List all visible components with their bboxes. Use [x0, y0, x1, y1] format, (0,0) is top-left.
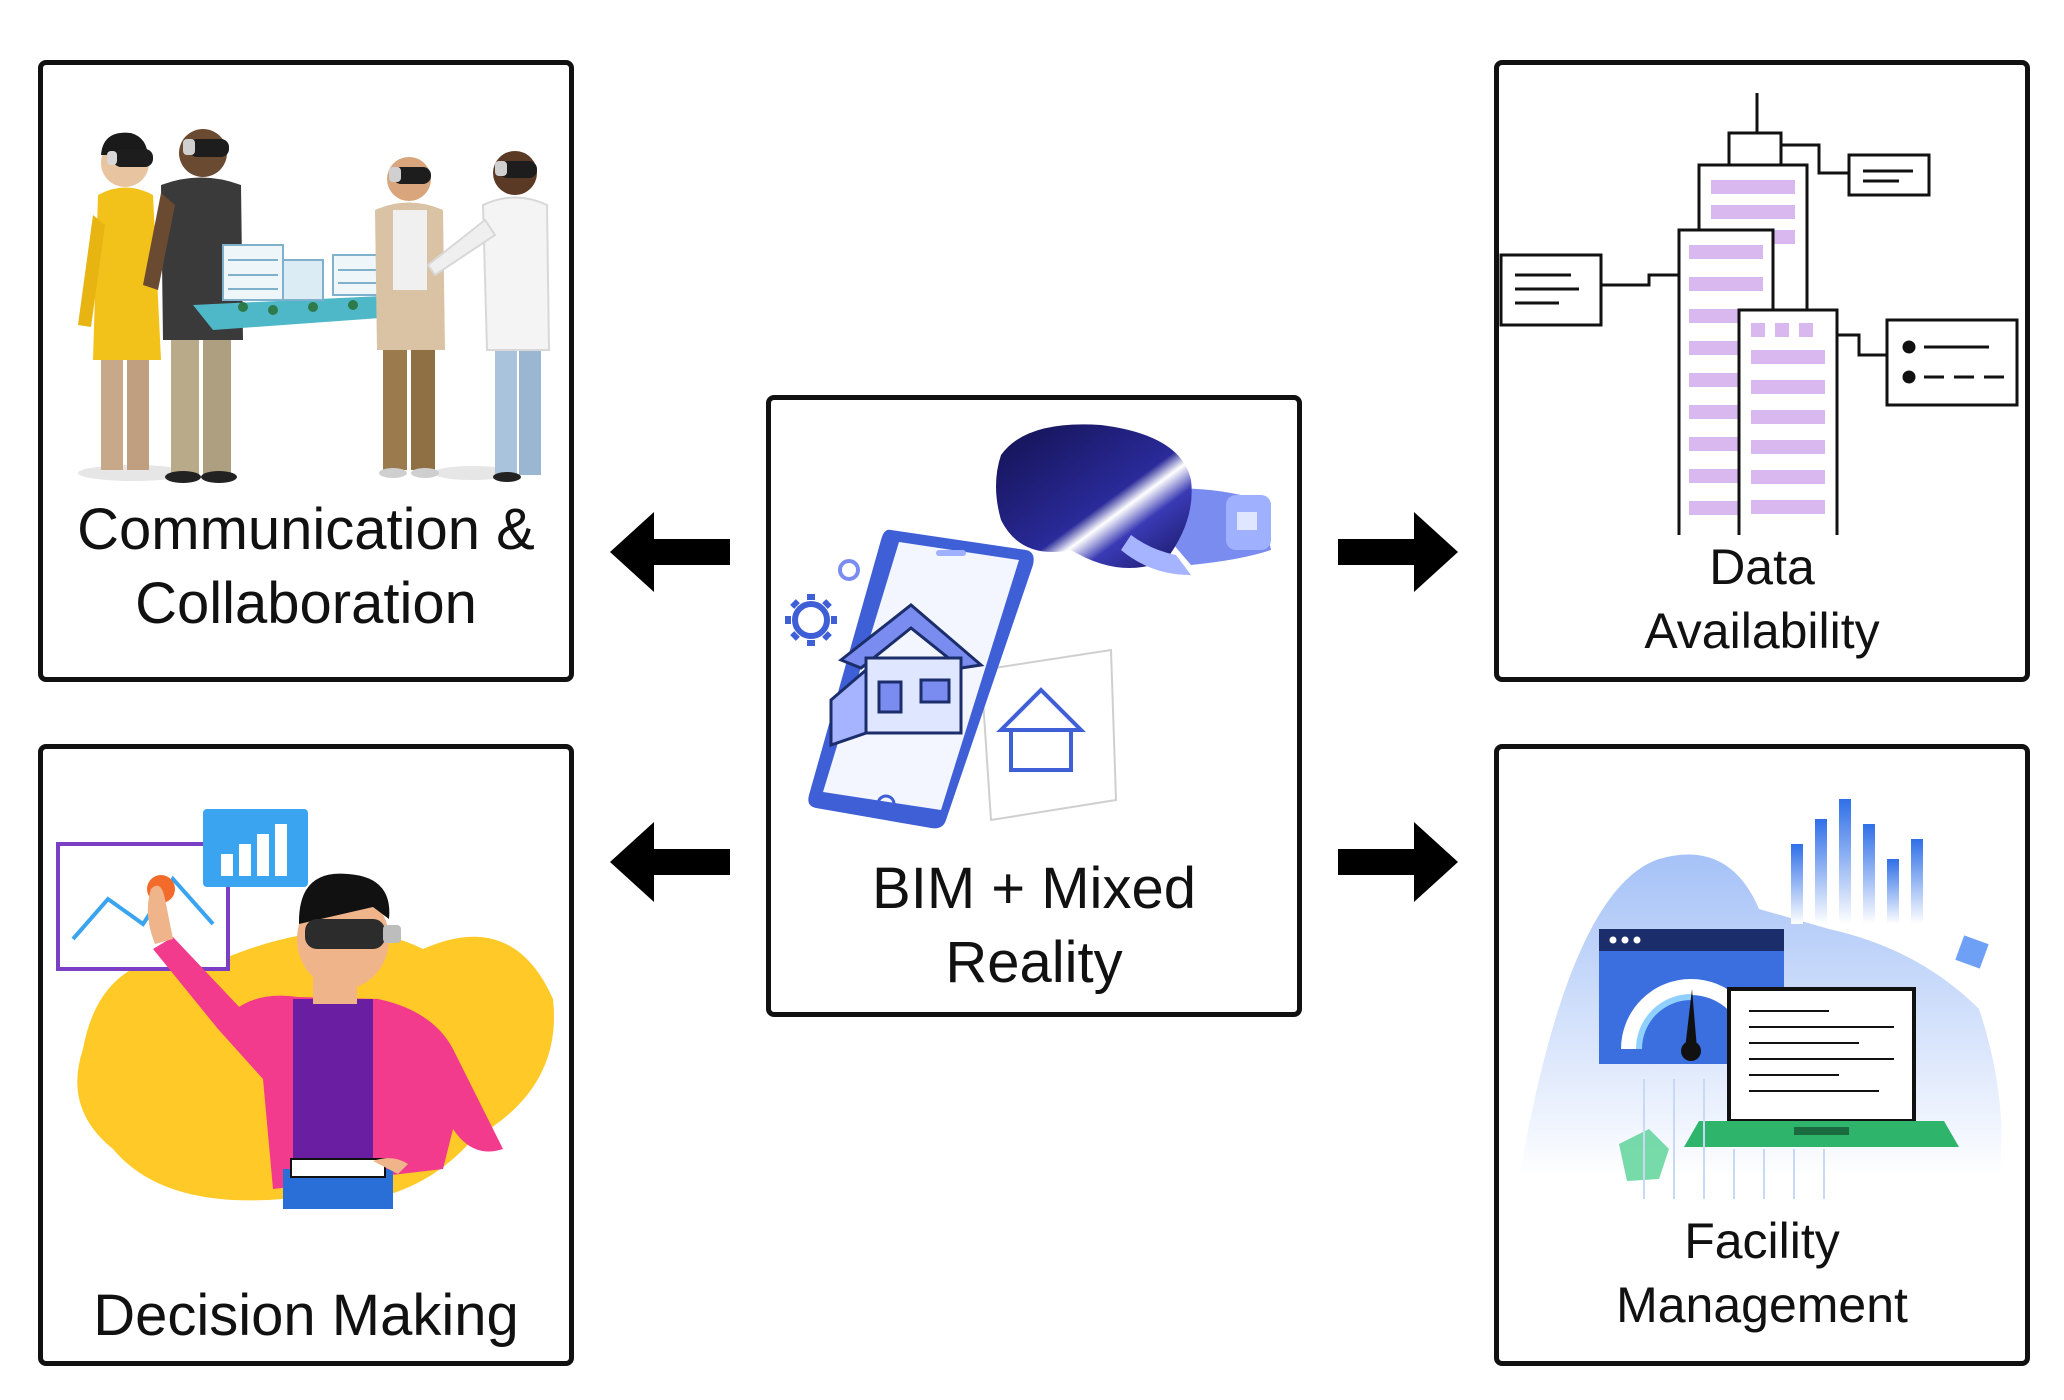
decision-illustration	[56, 809, 555, 1209]
arrow-right-bottom	[1338, 822, 1458, 902]
box-bim-mixed-reality: BIM + Mixed Reality	[766, 395, 1302, 1017]
bim-mixed-reality-label: BIM + Mixed Reality	[872, 856, 1196, 996]
box-communication-collaboration: Communication & Collaboration	[38, 60, 574, 682]
laptop-icon	[1684, 987, 1959, 1147]
people-with-vr-illustration	[78, 129, 551, 483]
decision-making-label: Decision Making	[93, 1283, 519, 1348]
bar-chart-icon	[1791, 799, 1923, 924]
facility-illustration	[1519, 799, 2002, 1199]
building-icon	[1677, 93, 1839, 535]
gear-icon	[785, 559, 860, 646]
box-decision-making: Decision Making	[38, 744, 574, 1366]
arrow-right-top	[1338, 512, 1458, 592]
person-white-shirt	[426, 151, 551, 482]
person-yellow	[78, 132, 161, 470]
box-data-availability: Data Availability	[1494, 60, 2030, 682]
data-availability-label: Data Availability	[1644, 539, 1880, 659]
person-dark-shirt	[143, 129, 243, 483]
building-model	[193, 244, 423, 330]
house-icon	[829, 603, 985, 748]
building-data-illustration	[1499, 93, 2019, 535]
bim-mr-illustration	[785, 424, 1271, 829]
person-beige	[375, 157, 445, 478]
vr-headset-icon	[996, 424, 1271, 575]
person-pink-shirt	[147, 873, 503, 1209]
facility-management-label: Facility Management	[1616, 1213, 1908, 1333]
arrow-left-bottom	[610, 822, 730, 902]
communication-label: Communication & Collaboration	[77, 497, 535, 637]
arrow-left-top	[610, 512, 730, 592]
box-facility-management: Facility Management	[1494, 744, 2030, 1366]
document-icon	[1499, 143, 2019, 407]
